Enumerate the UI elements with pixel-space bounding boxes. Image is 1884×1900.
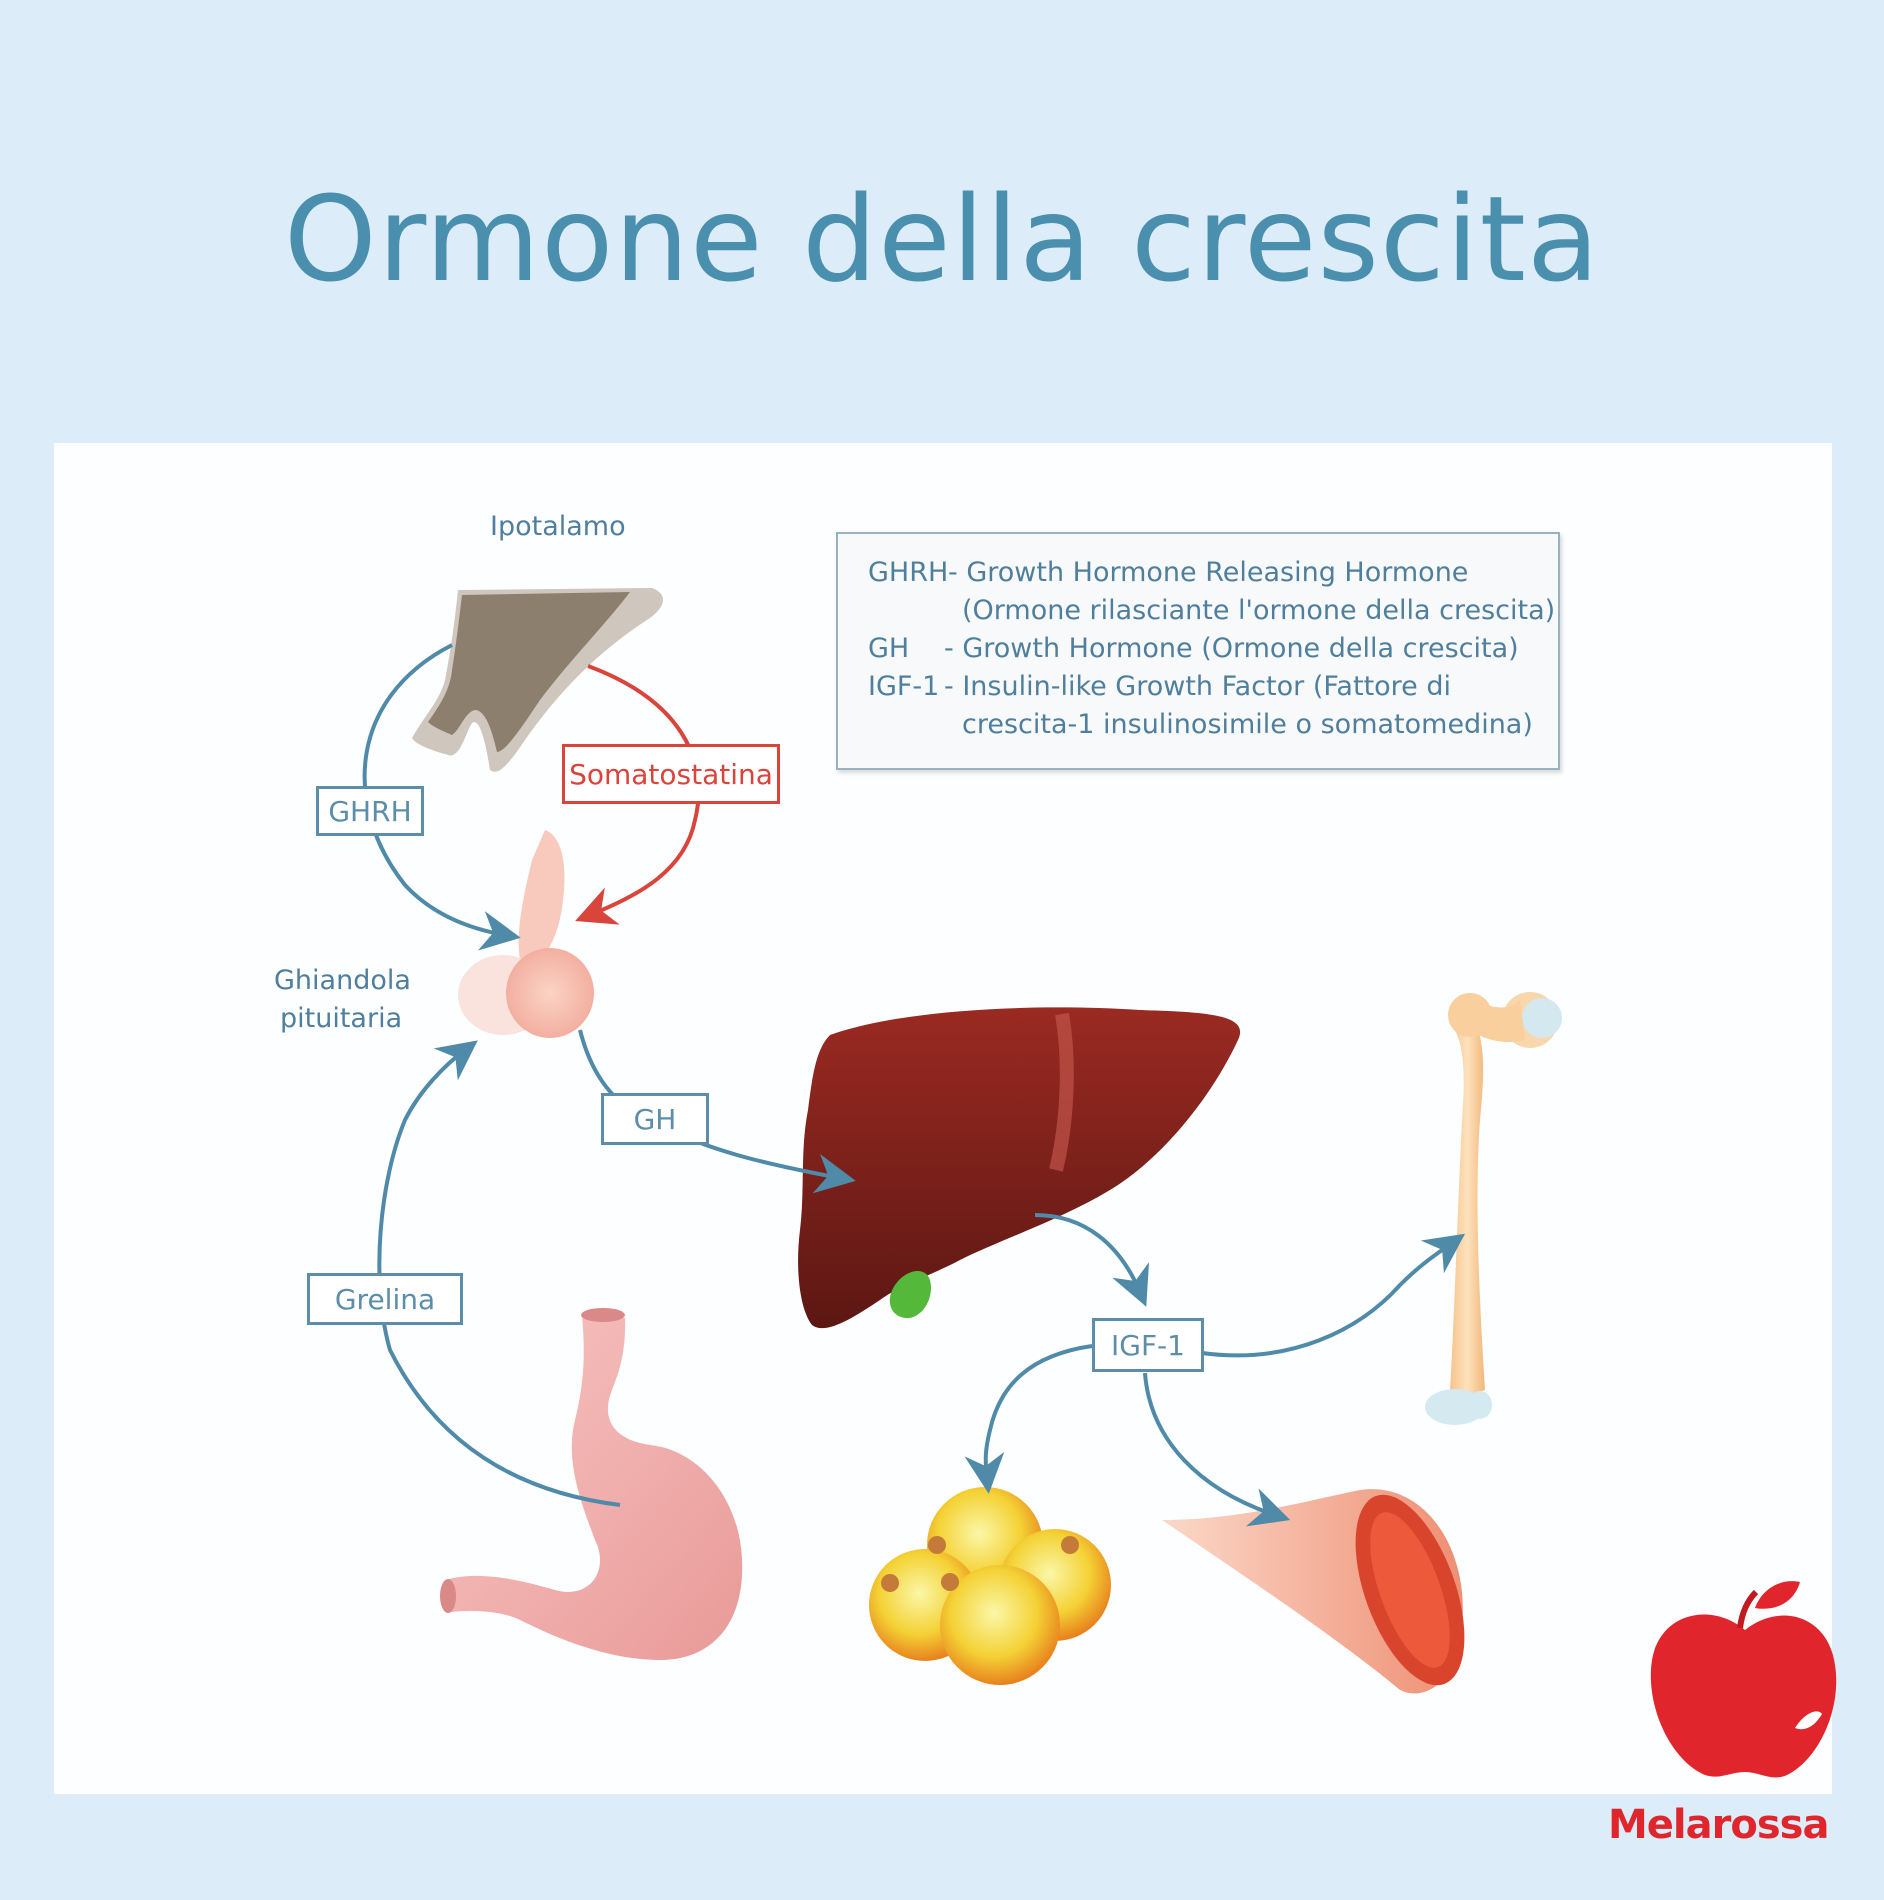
pituitary-label-line1: Ghiandola	[274, 965, 411, 996]
legend-text: - Growth Hormone Releasing Hormone	[948, 557, 1469, 588]
legend-abbr: GHRH	[868, 557, 949, 588]
hypothalamus-label: Ipotalamo	[490, 511, 626, 542]
brand-name: Melarossa	[1608, 1802, 1829, 1848]
pituitary-gland-illustration	[458, 830, 594, 1038]
igf1-tag: IGF-1	[1092, 1318, 1204, 1372]
legend-text: crescita-1 insulinosimile o somatomedina…	[962, 709, 1533, 740]
page-title: Ormone della crescita	[283, 170, 1601, 308]
legend-row-igf1: IGF-1- Insulin-like Growth Factor (Fatto…	[868, 668, 1451, 706]
igf1-to-fat-arrow	[964, 1344, 1093, 1494]
igf1-to-muscle-arrow	[1143, 1372, 1291, 1527]
gh-tag: GH	[601, 1093, 709, 1145]
liver-to-igf1-arrow	[1034, 1213, 1149, 1307]
legend-text: - Growth Hormone (Ormone della crescita)	[944, 633, 1519, 664]
legend-row-gh: GH - Growth Hormone (Ormone della crescit…	[868, 630, 1519, 668]
fat-cells-illustration	[869, 1487, 1111, 1685]
pituitary-label-line2: pituitaria	[280, 1003, 403, 1034]
melarossa-apple-logo	[1650, 1581, 1837, 1778]
ghrelin-tag: Grelina	[307, 1273, 463, 1325]
stomach-illustration	[440, 1308, 743, 1660]
legend-abbr: IGF-1	[868, 671, 940, 702]
legend-abbr: GH	[868, 633, 910, 664]
hypothalamus-illustration	[412, 588, 664, 772]
ghrh-arrow	[362, 643, 521, 951]
legend-row-ghrh: GHRH- Growth Hormone Releasing Hormone	[868, 554, 1468, 592]
somatostatin-tag: Somatostatina	[562, 744, 780, 804]
legend-row-igf1-translation: crescita-1 insulinosimile o somatomedina…	[962, 706, 1533, 744]
igf1-to-bone-arrow	[1201, 1233, 1466, 1358]
legend-row-ghrh-translation: (Ormone rilasciante l'ormone della cresc…	[962, 592, 1555, 630]
bone-illustration	[1425, 992, 1562, 1425]
ghrh-tag: GHRH	[316, 786, 424, 836]
liver-illustration	[798, 1007, 1241, 1329]
legend-text: (Ormone rilasciante l'ormone della cresc…	[962, 595, 1556, 626]
somatostatin-arrow	[575, 664, 701, 925]
muscle-illustration	[1162, 1489, 1465, 1694]
legend-box: GHRH- Growth Hormone Releasing Hormone (…	[836, 532, 1560, 770]
legend-text: - Insulin-like Growth Factor (Fattore di	[944, 671, 1452, 702]
